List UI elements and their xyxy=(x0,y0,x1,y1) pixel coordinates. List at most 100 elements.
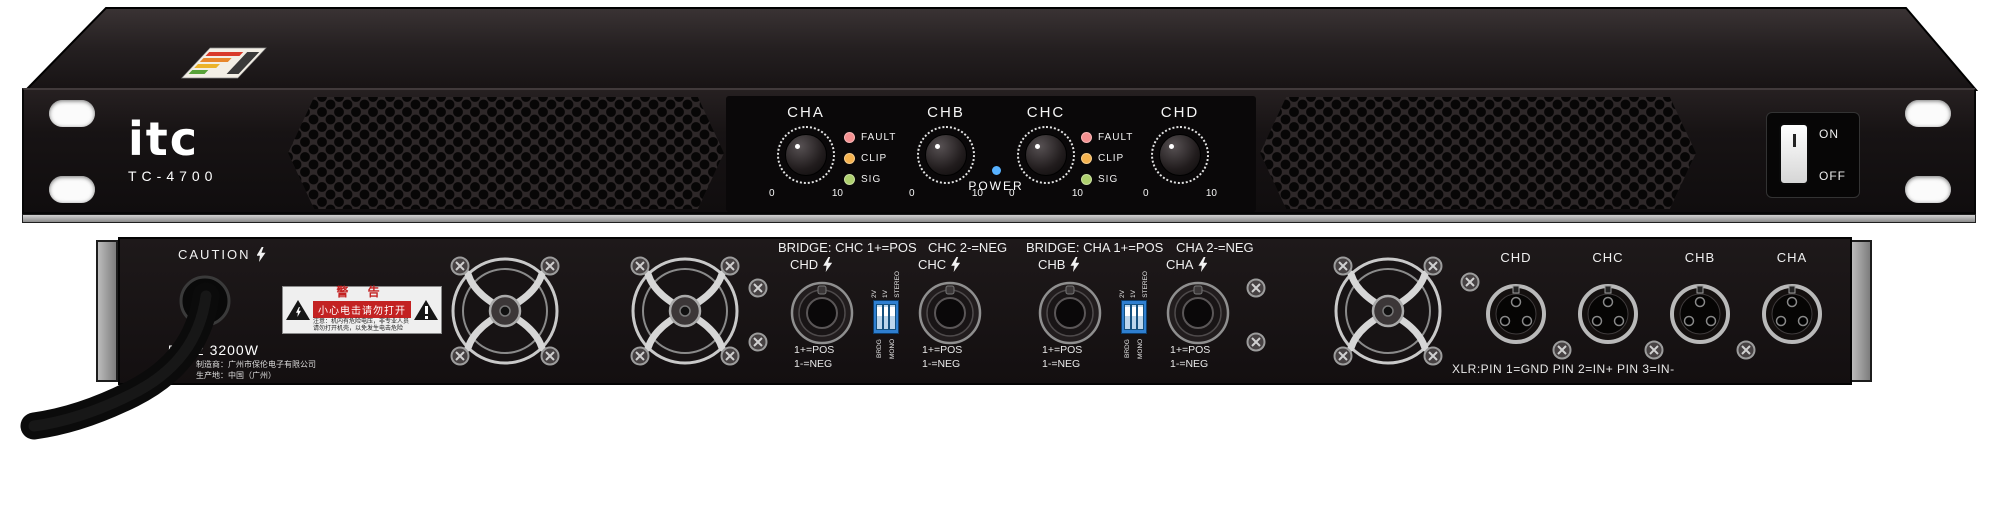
brand-logo: itc xyxy=(128,112,200,166)
dip-1v-label: 1V xyxy=(1130,290,1138,298)
dip-toggle[interactable] xyxy=(889,304,897,330)
knob-scale: 0 10 xyxy=(1009,188,1083,199)
channel-label: CHA xyxy=(1166,257,1194,272)
xlr-label-chb: CHB xyxy=(1684,250,1716,265)
switch-labels: ON OFF xyxy=(1819,127,1846,183)
signal-led-icon xyxy=(1081,174,1092,185)
knob-pointer xyxy=(1035,144,1040,149)
power-rocker-switch[interactable] xyxy=(1779,123,1809,185)
dip-toggle[interactable] xyxy=(882,304,890,330)
neg-label: 1-=NEG xyxy=(1170,357,1209,370)
knob-min: 0 xyxy=(1143,188,1149,199)
power-switch: ON OFF xyxy=(1766,112,1860,198)
warning-title: 警 告 xyxy=(336,285,388,300)
knob-unit-chb: CHB 0 10 xyxy=(908,104,984,199)
knob-max: 10 xyxy=(1205,188,1217,199)
model-number: TC-4700 xyxy=(128,168,218,184)
knob-channel-label: CHD xyxy=(1160,104,1200,121)
knob-channel-label: CHC xyxy=(1026,104,1066,121)
front-bottom-trim xyxy=(22,214,1976,223)
xlr-pinout-note: XLR:PIN 1=GND PIN 2=IN+ PIN 3=IN- xyxy=(1452,362,1675,376)
led-row-fault: FAULT xyxy=(1081,127,1151,148)
pos-label: 1+=POS xyxy=(794,344,835,356)
knob-pointer xyxy=(935,144,940,149)
dip-bottom-labels: BRDG MONO xyxy=(1108,336,1160,362)
channel-label: CHC xyxy=(918,257,947,272)
dip-2v-label: 2V xyxy=(871,290,879,298)
warning-subtitle: 小心电击请勿打开 xyxy=(313,300,411,318)
warning-text-block: 警 告 小心电击请勿打开 注意：机内有危险电压，非专业人员请勿打开机壳，以免发生… xyxy=(313,286,411,333)
fault-led-icon xyxy=(844,132,855,143)
cooling-fan xyxy=(1333,256,1443,366)
shock-hazard-icon xyxy=(286,300,310,320)
brand-block: itc TC-4700 xyxy=(128,116,328,184)
knob-tick-ring xyxy=(1017,126,1075,184)
volume-knob-chc[interactable] xyxy=(1025,134,1067,176)
clip-led-icon xyxy=(844,153,855,164)
dip-bottom-labels: BRDG MONO xyxy=(860,336,912,362)
volume-knob-chd[interactable] xyxy=(1159,134,1201,176)
dip-2v-label: 2V xyxy=(1119,290,1127,298)
neg-label: 1-=NEG xyxy=(794,357,833,370)
fault-led-icon xyxy=(1081,132,1092,143)
volume-knob-cha[interactable] xyxy=(785,134,827,176)
dip-bridge-label: BRDG xyxy=(1124,339,1132,359)
knob-tick-ring xyxy=(777,126,835,184)
dip-top-labels: 2V 1V STEREO xyxy=(860,268,912,298)
dip-1v-label: 1V xyxy=(882,290,890,298)
dip-stereo-label: STEREO xyxy=(1141,271,1149,298)
attention-icon xyxy=(414,300,438,320)
knob-scale: 0 10 xyxy=(909,188,983,199)
channel-label: CHD xyxy=(790,257,819,272)
dip-toggle[interactable] xyxy=(1130,304,1138,330)
xlr-connector-chd xyxy=(1486,284,1546,344)
xlr-connector-cha xyxy=(1762,284,1822,344)
power-label: POWER xyxy=(968,179,1024,193)
xlr-label-cha: CHA xyxy=(1776,250,1808,265)
knob-channel-label: CHA xyxy=(787,104,825,121)
screw-icon xyxy=(1736,340,1756,360)
speakon-connector-chd xyxy=(790,281,854,345)
xlr-connector-chb xyxy=(1670,284,1730,344)
screw-icon xyxy=(1246,278,1266,298)
rack-ear-hole xyxy=(1905,100,1951,127)
speakon-connector-cha xyxy=(1166,281,1230,345)
terminal-polarity-chc: 1+=POS 1-=NEG xyxy=(922,344,962,371)
volume-knob-chb[interactable] xyxy=(925,134,967,176)
terminal-polarity-chd: 1+=POS 1-=NEG xyxy=(794,344,834,371)
bridge-note-right: BRIDGE: CHA 1+=POS xyxy=(1026,240,1164,255)
neg-label: 1-=NEG xyxy=(922,357,961,370)
led-indicator-stack-left: FAULT CLIP SIG xyxy=(844,127,914,190)
manufacturer-line: 制造商：广州市保伦电子有限公司 xyxy=(196,360,316,369)
speakon-label-chc: CHC xyxy=(918,257,961,272)
xlr-connector-chc xyxy=(1578,284,1638,344)
speakon-connector-chc xyxy=(918,281,982,345)
knob-scale: 0 10 xyxy=(1143,188,1217,199)
dip-switch-body[interactable] xyxy=(873,300,899,334)
clip-led-icon xyxy=(1081,153,1092,164)
dip-switch-body[interactable] xyxy=(1121,300,1147,334)
knob-unit-cha: CHA 0 10 xyxy=(768,104,844,199)
dip-toggle[interactable] xyxy=(1137,304,1145,330)
warning-sticker: 警 告 小心电击请勿打开 注意：机内有危险电压，非专业人员请勿打开机壳，以免发生… xyxy=(282,286,442,334)
mode-dip-switch-right: 2V 1V STEREO BRDG MONO xyxy=(1108,268,1160,362)
caution-block: CAUTION xyxy=(178,247,266,262)
dip-toggle[interactable] xyxy=(1124,304,1131,330)
knob-tick-ring xyxy=(1151,126,1209,184)
terminal-polarity-cha: 1+=POS 1-=NEG xyxy=(1170,344,1210,371)
speakon-label-cha: CHA xyxy=(1166,257,1208,272)
signal-led-icon xyxy=(844,174,855,185)
dip-top-labels: 2V 1V STEREO xyxy=(1108,268,1160,298)
knob-min: 0 xyxy=(909,188,915,199)
lightning-icon xyxy=(951,257,961,272)
lightning-icon xyxy=(823,257,833,272)
ventilation-grille-right xyxy=(1260,97,1696,209)
lightning-icon xyxy=(1070,257,1080,272)
knob-min: 0 xyxy=(1009,188,1015,199)
screw-icon xyxy=(1460,272,1480,292)
knob-tick-ring xyxy=(917,126,975,184)
cooling-fan xyxy=(630,256,740,366)
knob-pointer xyxy=(795,144,800,149)
dip-toggle[interactable] xyxy=(876,304,883,330)
